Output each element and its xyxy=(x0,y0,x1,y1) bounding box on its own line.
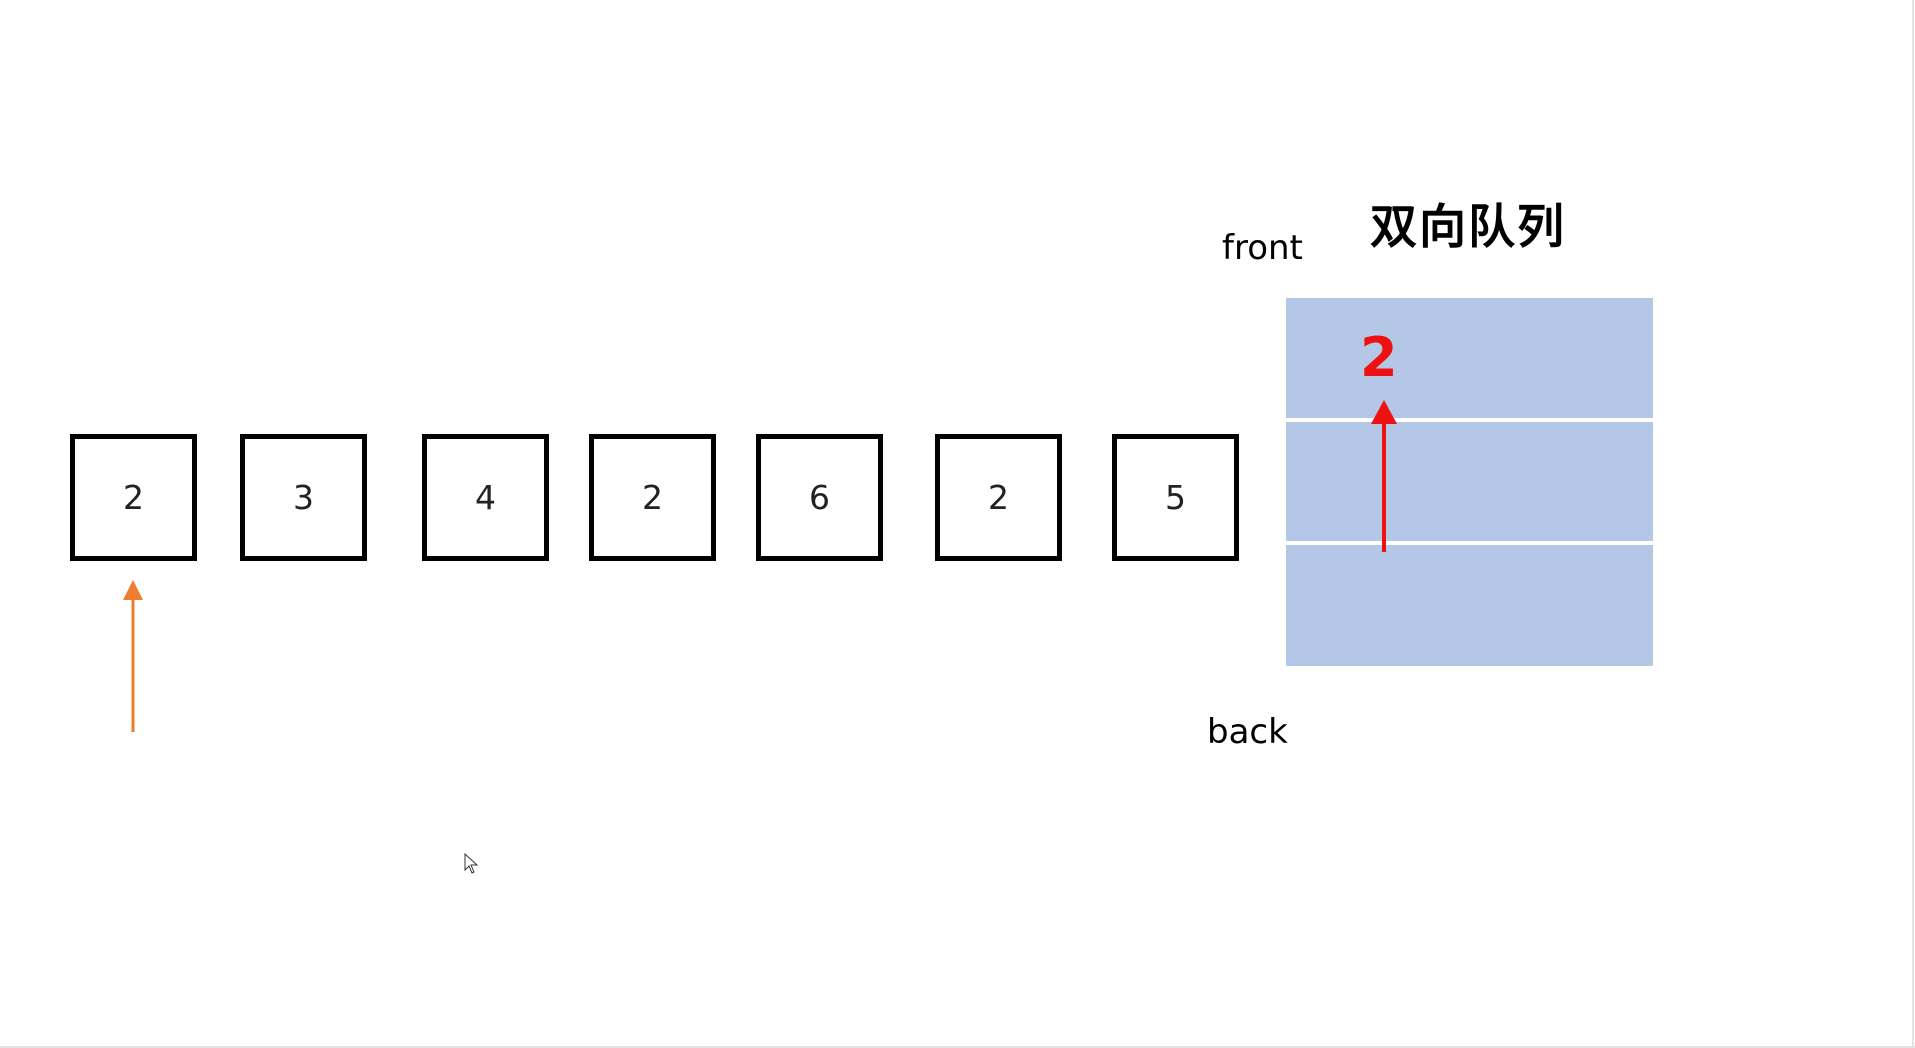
deque-front-value: 2 xyxy=(1360,326,1398,389)
array-item-value: 2 xyxy=(988,478,1009,517)
mouse-cursor-icon xyxy=(464,853,479,874)
array-item-2: 4 xyxy=(422,434,549,561)
deque-slot-middle xyxy=(1286,422,1653,541)
array-item-0: 2 xyxy=(70,434,197,561)
slide-border-right xyxy=(1912,0,1914,1048)
back-label: back xyxy=(1207,712,1288,752)
array-item-1: 3 xyxy=(240,434,367,561)
array-item-6: 5 xyxy=(1112,434,1239,561)
array-item-value: 2 xyxy=(642,478,663,517)
pointer-arrow-icon xyxy=(123,580,143,732)
deque-slot-back xyxy=(1286,545,1653,666)
front-label: front xyxy=(1222,228,1303,268)
array-item-value: 4 xyxy=(475,478,496,517)
array-item-5: 2 xyxy=(935,434,1062,561)
slide-border-bottom xyxy=(0,1046,1915,1048)
deque-slot-front xyxy=(1286,298,1653,418)
array-item-value: 3 xyxy=(293,478,314,517)
array-item-value: 2 xyxy=(123,478,144,517)
array-item-value: 6 xyxy=(809,478,830,517)
array-item-value: 5 xyxy=(1165,478,1186,517)
deque-title: 双向队列 xyxy=(1370,200,1566,255)
array-item-4: 6 xyxy=(756,434,883,561)
array-item-3: 2 xyxy=(589,434,716,561)
